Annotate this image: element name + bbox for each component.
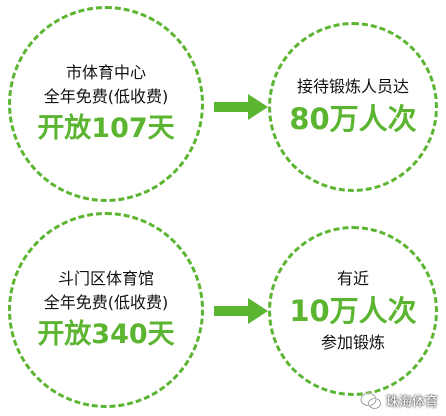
source-subtitle: 全年免费(低收费): [43, 293, 169, 312]
result-text-secondary: 参加锻炼: [320, 333, 385, 352]
source-circle-sports-center: 市体育中心 全年免费(低收费) 开放107天: [8, 6, 204, 202]
result-circle-sports-center: 接待锻炼人员达 80万人次: [268, 22, 438, 192]
source-subtitle: 全年免费(低收费): [43, 87, 169, 106]
watermark: 珠海体育: [360, 391, 438, 410]
arrow-right-icon: [214, 94, 268, 120]
result-highlight: 80万人次: [289, 102, 417, 136]
result-highlight: 10万人次: [289, 294, 417, 328]
arrow-right-icon: [214, 298, 268, 324]
watermark-text: 珠海体育: [385, 395, 438, 410]
result-text: 有近: [336, 269, 369, 288]
wechat-icon: [360, 392, 382, 409]
source-highlight: 开放107天: [37, 113, 175, 144]
source-circle-doumen-gym: 斗门区体育馆 全年免费(低收费) 开放340天: [8, 212, 204, 408]
result-circle-doumen-gym: 有近 10万人次 参加锻炼: [268, 226, 438, 396]
source-highlight: 开放340天: [37, 319, 175, 350]
source-title: 市体育中心: [65, 63, 146, 82]
result-text: 接待锻炼人员达: [296, 77, 409, 96]
source-title: 斗门区体育馆: [57, 269, 154, 288]
